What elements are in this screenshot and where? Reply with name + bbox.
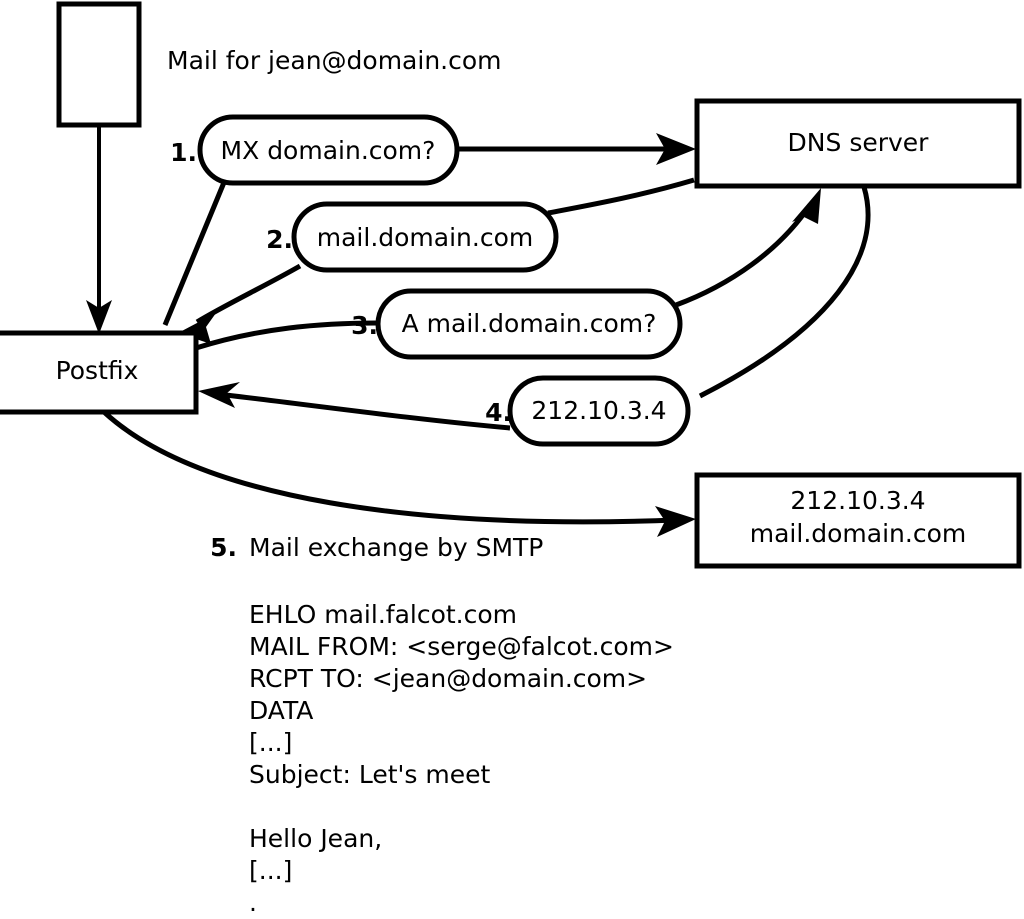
edge-step5-smtp (102, 410, 696, 537)
transcript-line: RCPT TO: <jean@domain.com> (249, 664, 647, 693)
transcript-line: . (249, 888, 257, 917)
arrowhead-icon (198, 382, 240, 408)
node-postfix[interactable]: Postfix (0, 330, 199, 415)
message-bubble-3[interactable]: A mail.domain.com? (375, 288, 683, 360)
arrowhead-icon (656, 133, 696, 165)
arrowhead-icon (792, 188, 821, 224)
transcript-line: MAIL FROM: <serge@falcot.com> (249, 632, 674, 661)
transcript-line: [...] (249, 856, 292, 885)
message-bubble-2-label: mail.domain.com (317, 223, 533, 252)
message-bubble-4[interactable]: 212.10.3.4 (507, 375, 691, 447)
transcript-line: DATA (249, 696, 313, 725)
step-number-5: 5. (210, 533, 237, 562)
step-number-3: 3. (351, 311, 378, 340)
message-bubble-4-label: 212.10.3.4 (531, 396, 666, 425)
node-dns-server[interactable]: DNS server (694, 98, 1022, 189)
step5-label: Mail exchange by SMTP (249, 533, 543, 562)
step-number-4: 4. (485, 398, 512, 427)
transcript-line: Hello Jean, (249, 824, 382, 853)
message-bubble-2[interactable]: mail.domain.com (291, 201, 559, 273)
arrowhead-icon (655, 506, 696, 537)
edge-step4-response (198, 186, 871, 431)
node-postfix-label: Postfix (56, 356, 139, 385)
transcript-line: Subject: Let's meet (249, 760, 490, 789)
arrowhead-icon (86, 300, 112, 334)
node-target-server-hostname: mail.domain.com (750, 519, 966, 548)
step-number-1: 1. (170, 138, 197, 167)
message-bubble-3-label: A mail.domain.com? (402, 309, 657, 338)
step-number-2: 2. (266, 225, 293, 254)
transcript-line: [...] (249, 728, 292, 757)
mail-for-caption: Mail for jean@domain.com (167, 46, 502, 75)
message-bubble-1[interactable]: MX domain.com? (197, 114, 460, 186)
arrowhead-icon (178, 313, 216, 344)
edge-step3-query (195, 188, 821, 351)
node-dns-server-label: DNS server (788, 128, 930, 157)
edge-step1-query (162, 133, 696, 326)
transcript-line: EHLO mail.falcot.com (249, 600, 517, 629)
node-target-server-ip: 212.10.3.4 (790, 486, 925, 515)
message-bubble-1-label: MX domain.com? (221, 136, 436, 165)
node-mua[interactable] (56, 1, 142, 128)
edge-mua-to-postfix (86, 126, 112, 334)
edge-step2-response (178, 177, 695, 344)
node-target-server[interactable]: 212.10.3.4 mail.domain.com (694, 472, 1022, 569)
